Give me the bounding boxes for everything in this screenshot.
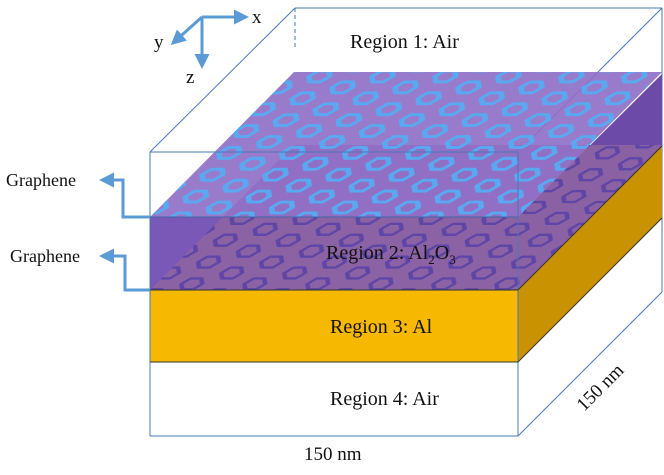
top-graphene-hex-lattice bbox=[150, 72, 662, 217]
region-3-label: Region 3: Al bbox=[330, 316, 433, 338]
region-4-label: Region 4: Air bbox=[330, 388, 439, 410]
region-1-label: Region 1: Air bbox=[350, 31, 459, 53]
region-2-sub2: 3 bbox=[449, 252, 456, 267]
al-side-face bbox=[518, 146, 662, 362]
al-layer bbox=[150, 146, 662, 362]
box-front-edges bbox=[149, 145, 663, 437]
bottom-graphene-callout bbox=[99, 248, 150, 292]
top-graphene-callout bbox=[99, 172, 150, 219]
al-front-face bbox=[150, 290, 518, 362]
graphene-top-label: Graphene bbox=[6, 170, 76, 190]
depth-dimension-label: 150 nm bbox=[573, 360, 629, 416]
region-2-label-mid: O bbox=[435, 242, 449, 264]
y-axis-arrow bbox=[170, 15, 204, 46]
width-dimension-label: 150 nm bbox=[304, 444, 362, 465]
region-2-label-pre: Region 2: Al bbox=[326, 242, 429, 264]
region-2-sub1: 2 bbox=[428, 252, 435, 267]
graphene-bottom-label: Graphene bbox=[10, 246, 80, 266]
top-graphene-sheet bbox=[150, 72, 662, 217]
z-axis-label: z bbox=[186, 67, 194, 88]
x-axis-label: x bbox=[252, 7, 262, 28]
graphene-callout-arrows bbox=[99, 172, 150, 292]
coordinate-axes bbox=[170, 9, 249, 69]
y-axis-label: y bbox=[154, 32, 164, 53]
region-2-label: Region 2: Al2O3 bbox=[326, 242, 456, 267]
